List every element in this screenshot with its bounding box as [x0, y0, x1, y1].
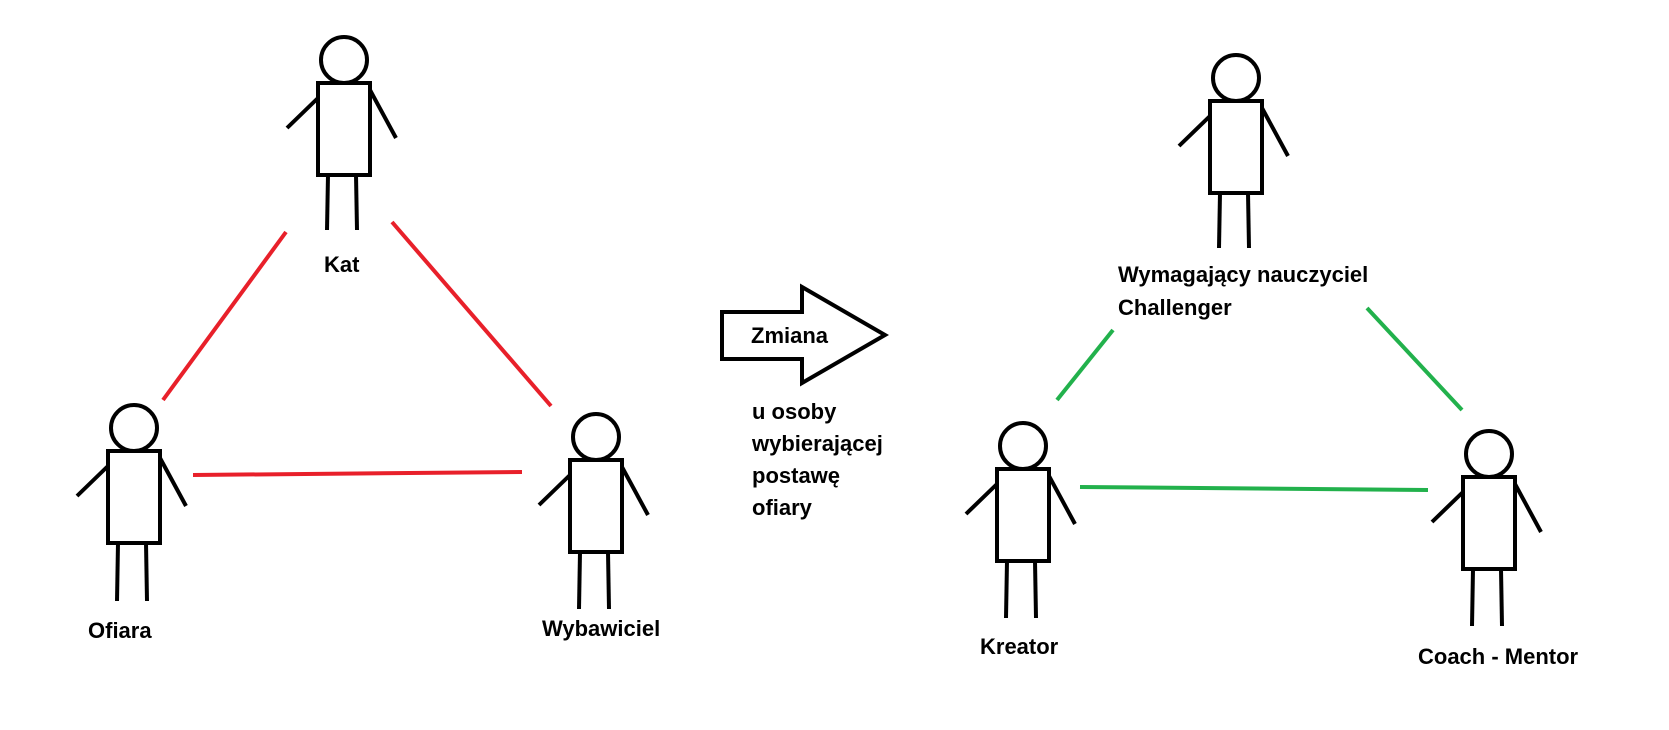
- caption-line-4: ofiary: [752, 495, 813, 520]
- arrow-icon: [720, 283, 889, 387]
- label-wymagajacy-nauczyciel: Wymagający nauczyciel: [1118, 262, 1368, 287]
- edge-kat-wybawiciel: [390, 220, 553, 408]
- label-kreator: Kreator: [980, 634, 1059, 659]
- right-triangle-edges: [1055, 306, 1464, 492]
- label-coach-mentor: Coach - Mentor: [1418, 644, 1579, 669]
- edge-challenger-kreator: [1055, 328, 1115, 402]
- edge-ofiara-wybawiciel: [192, 470, 523, 477]
- stick-figure-kreator: [964, 421, 1077, 619]
- edge-challenger-coach: [1365, 306, 1464, 412]
- caption-line-2: wybierającej: [751, 431, 883, 456]
- caption-line-3: postawę: [752, 463, 840, 488]
- left-triangle-edges: [161, 220, 553, 477]
- label-challenger: Challenger: [1118, 295, 1232, 320]
- label-ofiara: Ofiara: [88, 618, 152, 643]
- label-wybawiciel: Wybawiciel: [542, 616, 660, 641]
- stick-figure-challenger: [1177, 53, 1290, 249]
- stick-figure-ofiara: [75, 403, 188, 602]
- caption-line-1: u osoby: [752, 399, 837, 424]
- edge-kreator-coach: [1079, 485, 1429, 492]
- stick-figure-kat: [285, 35, 398, 231]
- stick-figure-wybawiciel: [537, 412, 650, 610]
- edge-kat-ofiara: [161, 230, 288, 402]
- label-kat: Kat: [324, 252, 360, 277]
- stick-figure-coach: [1430, 429, 1543, 627]
- arrow-label: Zmiana: [751, 323, 829, 348]
